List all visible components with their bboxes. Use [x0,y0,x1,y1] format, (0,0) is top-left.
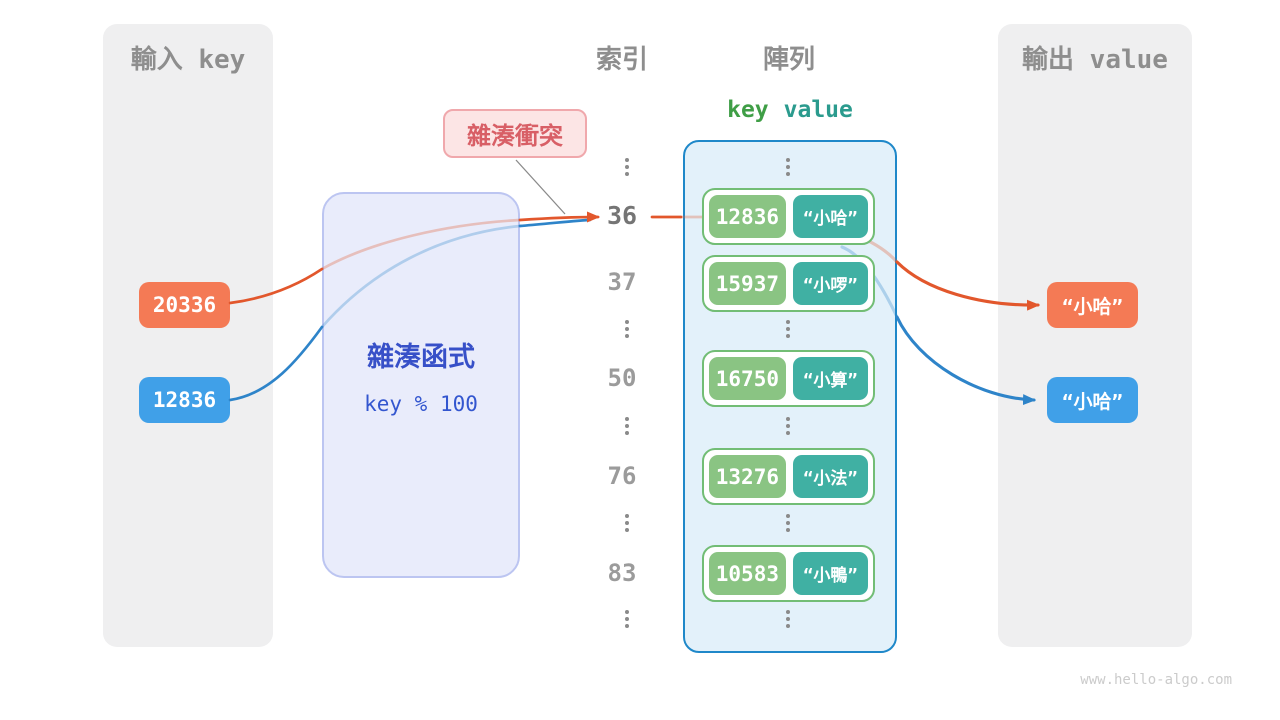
pair-key: 13276 [709,455,786,498]
index-ellipsis [617,610,637,628]
collision-pointer-line [515,159,566,215]
input-key-20336: 20336 [139,282,230,328]
index-ellipsis [617,158,637,176]
index-value-76: 76 [607,462,637,490]
key-value-header: key value [683,95,897,125]
watermark: www.hello-algo.com [1080,672,1232,688]
output-value-blue: “小哈” [1047,377,1138,423]
pair-row: 12836 “小哈” [702,188,875,245]
pair-key: 10583 [709,552,786,595]
input-panel [103,24,273,647]
key-header-label: key [727,97,769,123]
pair-value: “小鴨” [792,552,868,595]
index-value-83: 83 [607,559,637,587]
index-column-title: 索引 [595,45,648,75]
input-panel-title: 輸入 key [130,45,246,75]
array-ellipsis [778,158,798,176]
index-value-50: 50 [607,364,637,392]
hash-function-box: 雜湊函式 key % 100 [322,192,520,578]
pair-value: “小算” [792,357,868,400]
pair-row: 10583 “小鴨” [702,545,875,602]
array-column-title: 陣列 [762,45,815,75]
index-ellipsis [617,320,637,338]
index-value-37: 37 [607,268,637,296]
pair-row: 15937 “小啰” [702,255,875,312]
array-ellipsis [778,417,798,435]
pair-key: 15937 [709,262,786,305]
pair-value: “小啰” [792,262,868,305]
index-ellipsis [617,417,637,435]
output-value-orange: “小哈” [1047,282,1138,328]
pair-row: 16750 “小算” [702,350,875,407]
hash-function-formula: key % 100 [364,392,478,416]
array-ellipsis [778,320,798,338]
input-key-12836: 12836 [139,377,230,423]
pair-key: 12836 [709,195,786,238]
pair-key: 16750 [709,357,786,400]
index-ellipsis [617,514,637,532]
collision-badge: 雜湊衝突 [443,109,587,158]
pair-row: 13276 “小法” [702,448,875,505]
array-ellipsis [778,514,798,532]
hash-function-title: 雜湊函式 [367,342,475,373]
output-panel-title: 輸出 value [1022,45,1168,75]
pair-value: “小法” [792,455,868,498]
pair-value: “小哈” [792,195,868,238]
index-value-36: 36 [606,201,638,230]
array-ellipsis [778,610,798,628]
value-header-label: value [783,97,853,123]
output-panel [998,24,1192,647]
